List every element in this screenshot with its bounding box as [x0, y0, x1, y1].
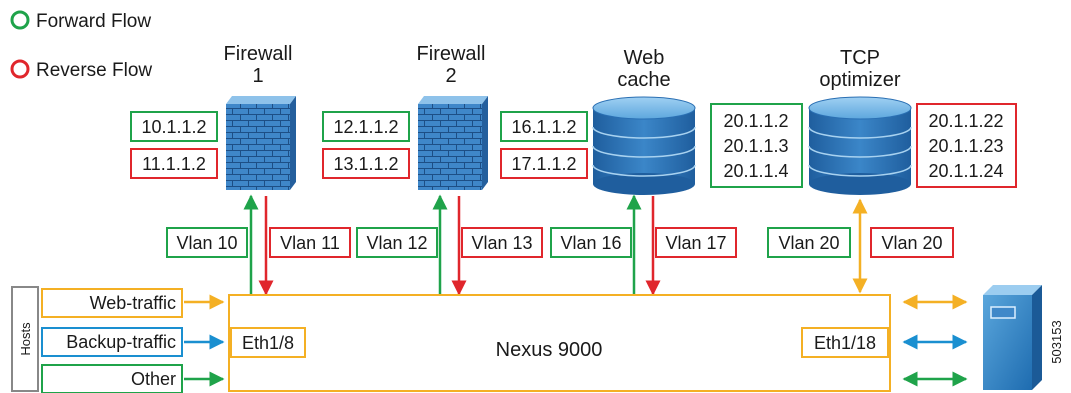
- webcache-forward-ip: 16.1.1.2: [511, 117, 576, 137]
- hosts-group: Hosts: [11, 286, 39, 392]
- reverse-flow-legend-icon: [10, 59, 30, 79]
- firewall2-reverse-ip: 13.1.1.2: [333, 154, 398, 174]
- tcpopt-forward-ip-1: 20.1.1.2: [723, 111, 788, 131]
- vlan-fw1-forward-text: Vlan 10: [176, 233, 237, 253]
- firewall1-forward-ip: 10.1.1.2: [141, 117, 206, 137]
- webcache-forward-ip-box: 16.1.1.2: [500, 111, 588, 142]
- firewall2-reverse-ip-box: 13.1.1.2: [322, 148, 410, 179]
- firewall1-icon: [226, 96, 296, 190]
- vlan-label-tcpopt-reverse: Vlan 20: [870, 227, 954, 258]
- webcache-title-line1: Web: [624, 47, 665, 69]
- webcache-disk-icon: [592, 96, 696, 195]
- host-web-traffic-label: Web-traffic: [90, 293, 176, 313]
- vlan-webcache-forward-text: Vlan 16: [560, 233, 621, 253]
- host-other-label: Other: [131, 369, 176, 389]
- port-left-box: Eth1/8: [230, 327, 306, 358]
- vlan-label-webcache-reverse: Vlan 17: [655, 227, 737, 258]
- vlan-label-fw1-reverse: Vlan 11: [269, 227, 351, 258]
- vlan-label-webcache-forward: Vlan 16: [550, 227, 632, 258]
- forward-flow-legend-icon: [10, 10, 30, 30]
- vlan-fw2-reverse-text: Vlan 13: [471, 233, 532, 253]
- vlan-label-tcpopt-forward: Vlan 20: [767, 227, 851, 258]
- forward-flow-legend-label: Forward Flow: [36, 11, 151, 32]
- firewall1-forward-ip-box: 10.1.1.2: [130, 111, 218, 142]
- firewall2-icon: [418, 96, 488, 190]
- host-backup-traffic: Backup-traffic: [41, 327, 183, 357]
- legend: Forward Flow Reverse Flow: [10, 10, 152, 81]
- firewall2-forward-ip-box: 12.1.1.2: [322, 111, 410, 142]
- port-right-box: Eth1/18: [801, 327, 889, 358]
- tcpopt-title-line1: TCP: [840, 47, 880, 69]
- tcpopt-forward-ip-2: 20.1.1.3: [723, 136, 788, 156]
- vlan-label-fw1-forward: Vlan 10: [166, 227, 248, 258]
- hosts-bracket: [11, 286, 39, 392]
- vlan-webcache-reverse-text: Vlan 17: [665, 233, 726, 253]
- reverse-flow-legend-label: Reverse Flow: [36, 60, 152, 81]
- webcache-title-line2: cache: [617, 69, 670, 91]
- vlan-tcpopt-forward-text: Vlan 20: [778, 233, 839, 253]
- nexus-switch-box: [228, 294, 891, 392]
- firewall1-reverse-ip-box: 11.1.1.2: [130, 148, 218, 179]
- tcpopt-reverse-ip-3: 20.1.1.24: [928, 161, 1003, 181]
- webcache-reverse-ip-box: 17.1.1.2: [500, 148, 588, 179]
- vlan-fw1-reverse-text: Vlan 11: [280, 233, 340, 253]
- vlan-label-fw2-reverse: Vlan 13: [461, 227, 543, 258]
- webcache-reverse-ip: 17.1.1.2: [511, 154, 576, 174]
- firewall2-forward-ip: 12.1.1.2: [333, 117, 398, 137]
- vlan-tcpopt-reverse-text: Vlan 20: [881, 233, 942, 253]
- tcpopt-forward-ip-box: 20.1.1.2 20.1.1.3 20.1.1.4: [710, 103, 803, 188]
- tcpopt-reverse-ip-1: 20.1.1.22: [928, 111, 1003, 131]
- port-right-label: Eth1/18: [814, 333, 876, 353]
- figure-id: 503153: [1049, 320, 1064, 363]
- vlan-label-fw2-forward: Vlan 12: [356, 227, 438, 258]
- vlan-fw2-forward-text: Vlan 12: [366, 233, 427, 253]
- firewall2-title-line1: Firewall: [417, 43, 486, 65]
- firewall1-title-line1: Firewall: [224, 43, 293, 65]
- host-other: Other: [41, 364, 183, 393]
- tcpopt-reverse-ip-2: 20.1.1.23: [928, 136, 1003, 156]
- tcpopt-disk-icon: [808, 96, 912, 195]
- tcpopt-reverse-ip-box: 20.1.1.22 20.1.1.23 20.1.1.24: [916, 103, 1017, 188]
- firewall1-reverse-ip: 11.1.1.2: [142, 154, 206, 174]
- tcpopt-title-line2: optimizer: [819, 69, 900, 91]
- host-backup-traffic-label: Backup-traffic: [66, 332, 176, 352]
- host-web-traffic: Web-traffic: [41, 288, 183, 318]
- tcpopt-forward-ip-3: 20.1.1.4: [723, 161, 788, 181]
- port-left-label: Eth1/8: [242, 333, 294, 353]
- hosts-label: Hosts: [18, 322, 33, 356]
- firewall1-title-line2: 1: [252, 65, 263, 87]
- server-icon: [983, 285, 1042, 390]
- firewall2-title-line2: 2: [445, 65, 456, 87]
- switch-name: Nexus 9000: [496, 339, 603, 361]
